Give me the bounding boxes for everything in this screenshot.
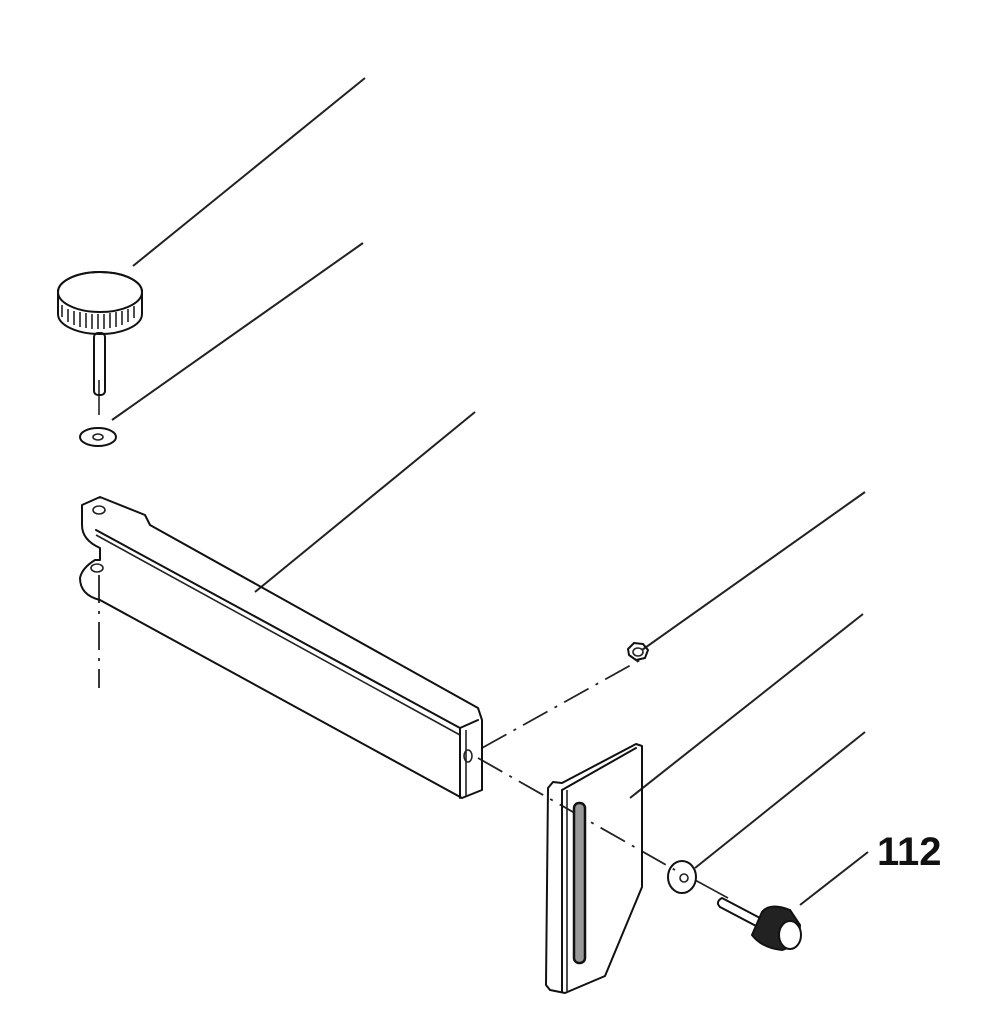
leader-line-washer-top: [111, 242, 364, 421]
slotted-bracket-icon: [545, 743, 643, 994]
leader-line-knob-large: [132, 77, 366, 267]
leader-line-fence-bar: [254, 411, 476, 593]
washer-top-icon: [79, 427, 117, 447]
part-label-112: 112: [877, 830, 942, 874]
knob-large-icon: [57, 271, 143, 396]
hex-nut-icon: [627, 642, 649, 661]
centerlines: [98, 380, 729, 899]
leader-line-hex-nut: [641, 491, 866, 651]
washer-bottom-icon: [667, 860, 697, 894]
fence-bar-icon: [79, 496, 483, 799]
leader-line-bracket: [629, 613, 864, 799]
leader-lines: [111, 77, 869, 906]
knob-small-icon: [716, 897, 802, 952]
leader-line-washer-bottom: [694, 731, 866, 869]
leader-line-112: [799, 851, 869, 906]
